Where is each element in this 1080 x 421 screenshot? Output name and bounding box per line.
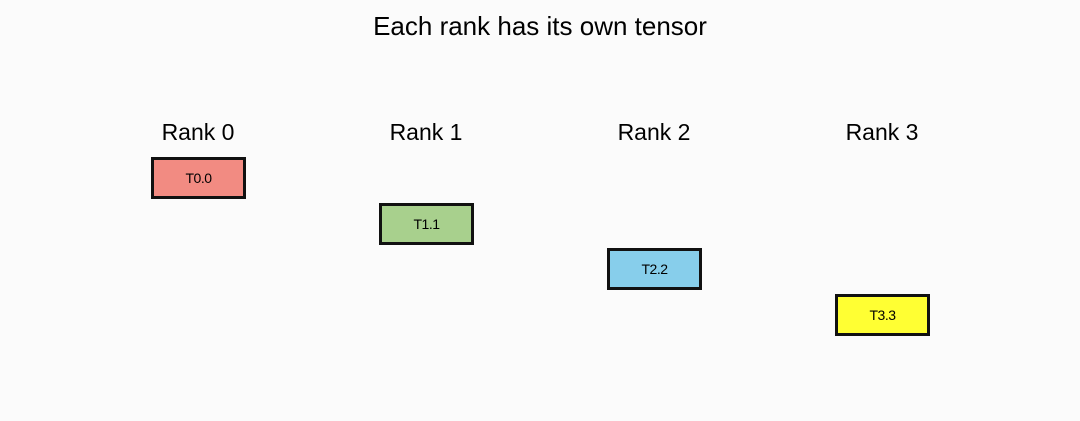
tensor-box-1: T1.1: [379, 203, 474, 245]
diagram-title: Each rank has its own tensor: [373, 11, 707, 41]
tensor-box-3: T3.3: [835, 294, 930, 336]
rank-label-0: Rank 0: [161, 119, 235, 145]
rank-label-1: Rank 1: [389, 119, 463, 145]
rank-label-3: Rank 3: [845, 119, 919, 145]
tensor-box-0: T0.0: [151, 157, 246, 199]
tensor-box-2: T2.2: [607, 248, 702, 290]
rank-label-2: Rank 2: [617, 119, 691, 145]
